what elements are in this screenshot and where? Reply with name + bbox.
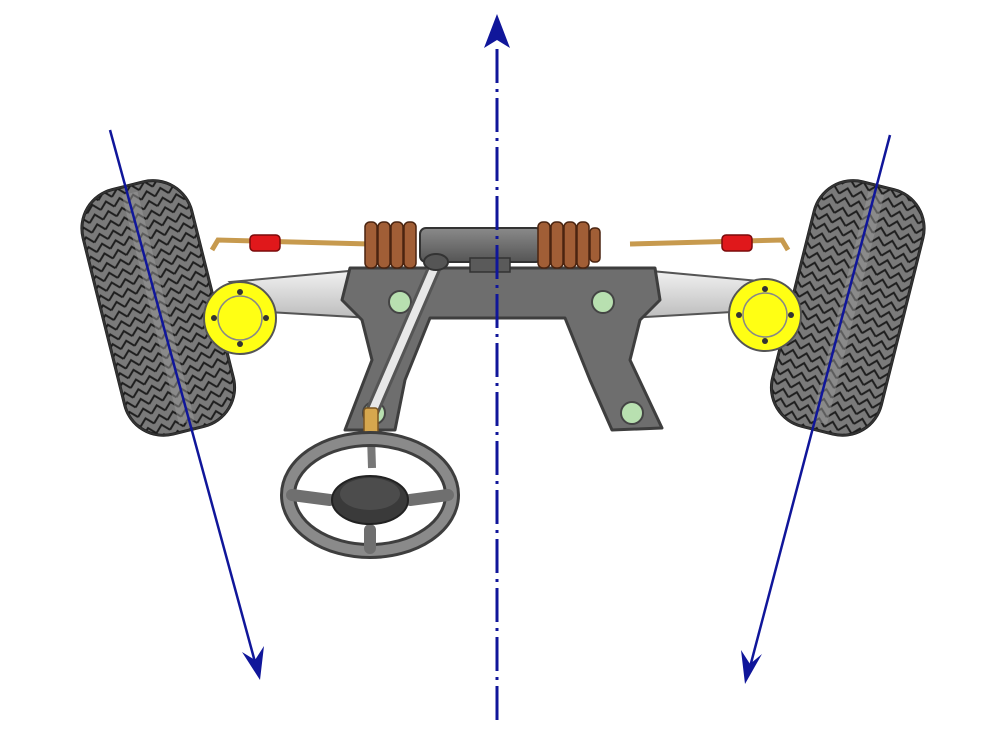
left-wheel-axis <box>108 129 264 680</box>
left-tie-rod-end <box>249 234 281 252</box>
subframe <box>340 266 664 432</box>
left-hub <box>203 281 277 355</box>
tie-rods <box>209 234 791 252</box>
right-hub <box>728 278 802 352</box>
right-tie-rod-end <box>721 234 753 252</box>
centerline-axis <box>484 14 510 720</box>
right-wheel-axis <box>741 134 892 684</box>
steering-rack <box>419 227 543 273</box>
steering-wheel <box>280 431 460 559</box>
rack-boots <box>364 221 601 269</box>
